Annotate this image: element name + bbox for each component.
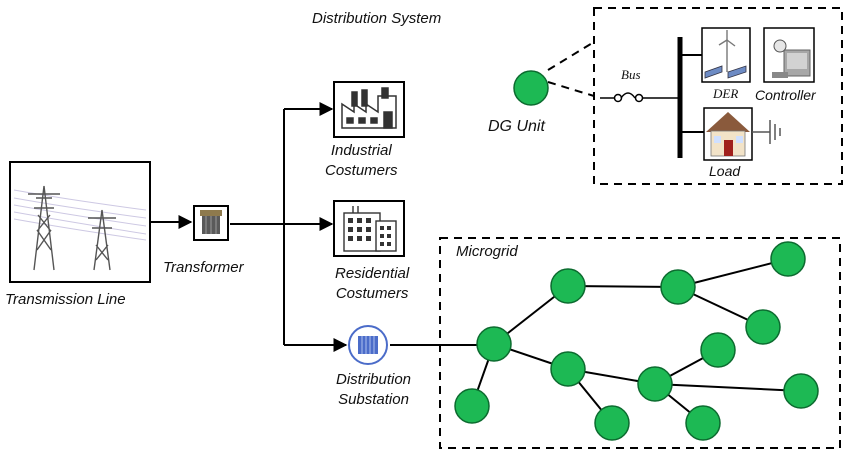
dg-unit-node [513,70,549,106]
microgrid-region [439,237,841,449]
microgrid-node [454,388,490,424]
factory-icon [333,81,405,138]
substation-label-line2: Substation [338,390,409,408]
house-icon [703,107,753,161]
bus-label: Bus [621,67,641,82]
transmission-line-box [9,161,151,283]
dg-unit-label: DG Unit [488,118,545,135]
transformer-icon [193,205,229,241]
solar-panel-icon [704,65,747,79]
industrial-label-line1: Industrial [330,142,392,159]
microgrid-node [660,269,696,305]
microgrid-node [770,241,806,277]
microgrid-node [783,373,819,409]
substation-icon [348,325,388,365]
ground-icon [752,120,781,144]
microgrid-nodes [454,241,819,441]
microgrid-node [745,309,781,345]
substation-label-line1: Distribution [336,371,412,388]
microgrid-node [700,332,736,368]
fuse-icon [600,92,680,103]
residential-label: Residential Costumers [335,264,409,303]
controller-label: Controller [755,87,816,103]
transformer-label: Transformer [163,259,244,276]
computer-icon [763,27,815,83]
microgrid-node [550,351,586,387]
der-box [701,27,751,83]
der-label: DER [713,86,739,101]
residential-label-line2: Costumers [335,284,409,302]
microgrid-edges [471,258,802,424]
transmission-tower-icon [28,185,116,271]
residential-label-line1: Residential [335,265,410,282]
industrial-label: Industrial Costumers [325,141,398,180]
wind-turbine-icon [718,30,736,72]
substation-label: Distribution Substation [336,370,411,409]
microgrid-node [594,405,630,441]
microgrid-node [637,366,673,402]
apartment-building-icon [333,200,405,257]
microgrid-node [550,268,586,304]
transmission-line-label: Transmission Line [5,291,126,308]
microgrid-node [476,326,512,362]
load-label: Load [709,163,741,179]
microgrid-node [685,405,721,441]
diagram-title: Distribution System [312,10,442,27]
industrial-label-line2: Costumers [325,161,398,179]
microgrid-label: Microgrid [456,243,518,260]
